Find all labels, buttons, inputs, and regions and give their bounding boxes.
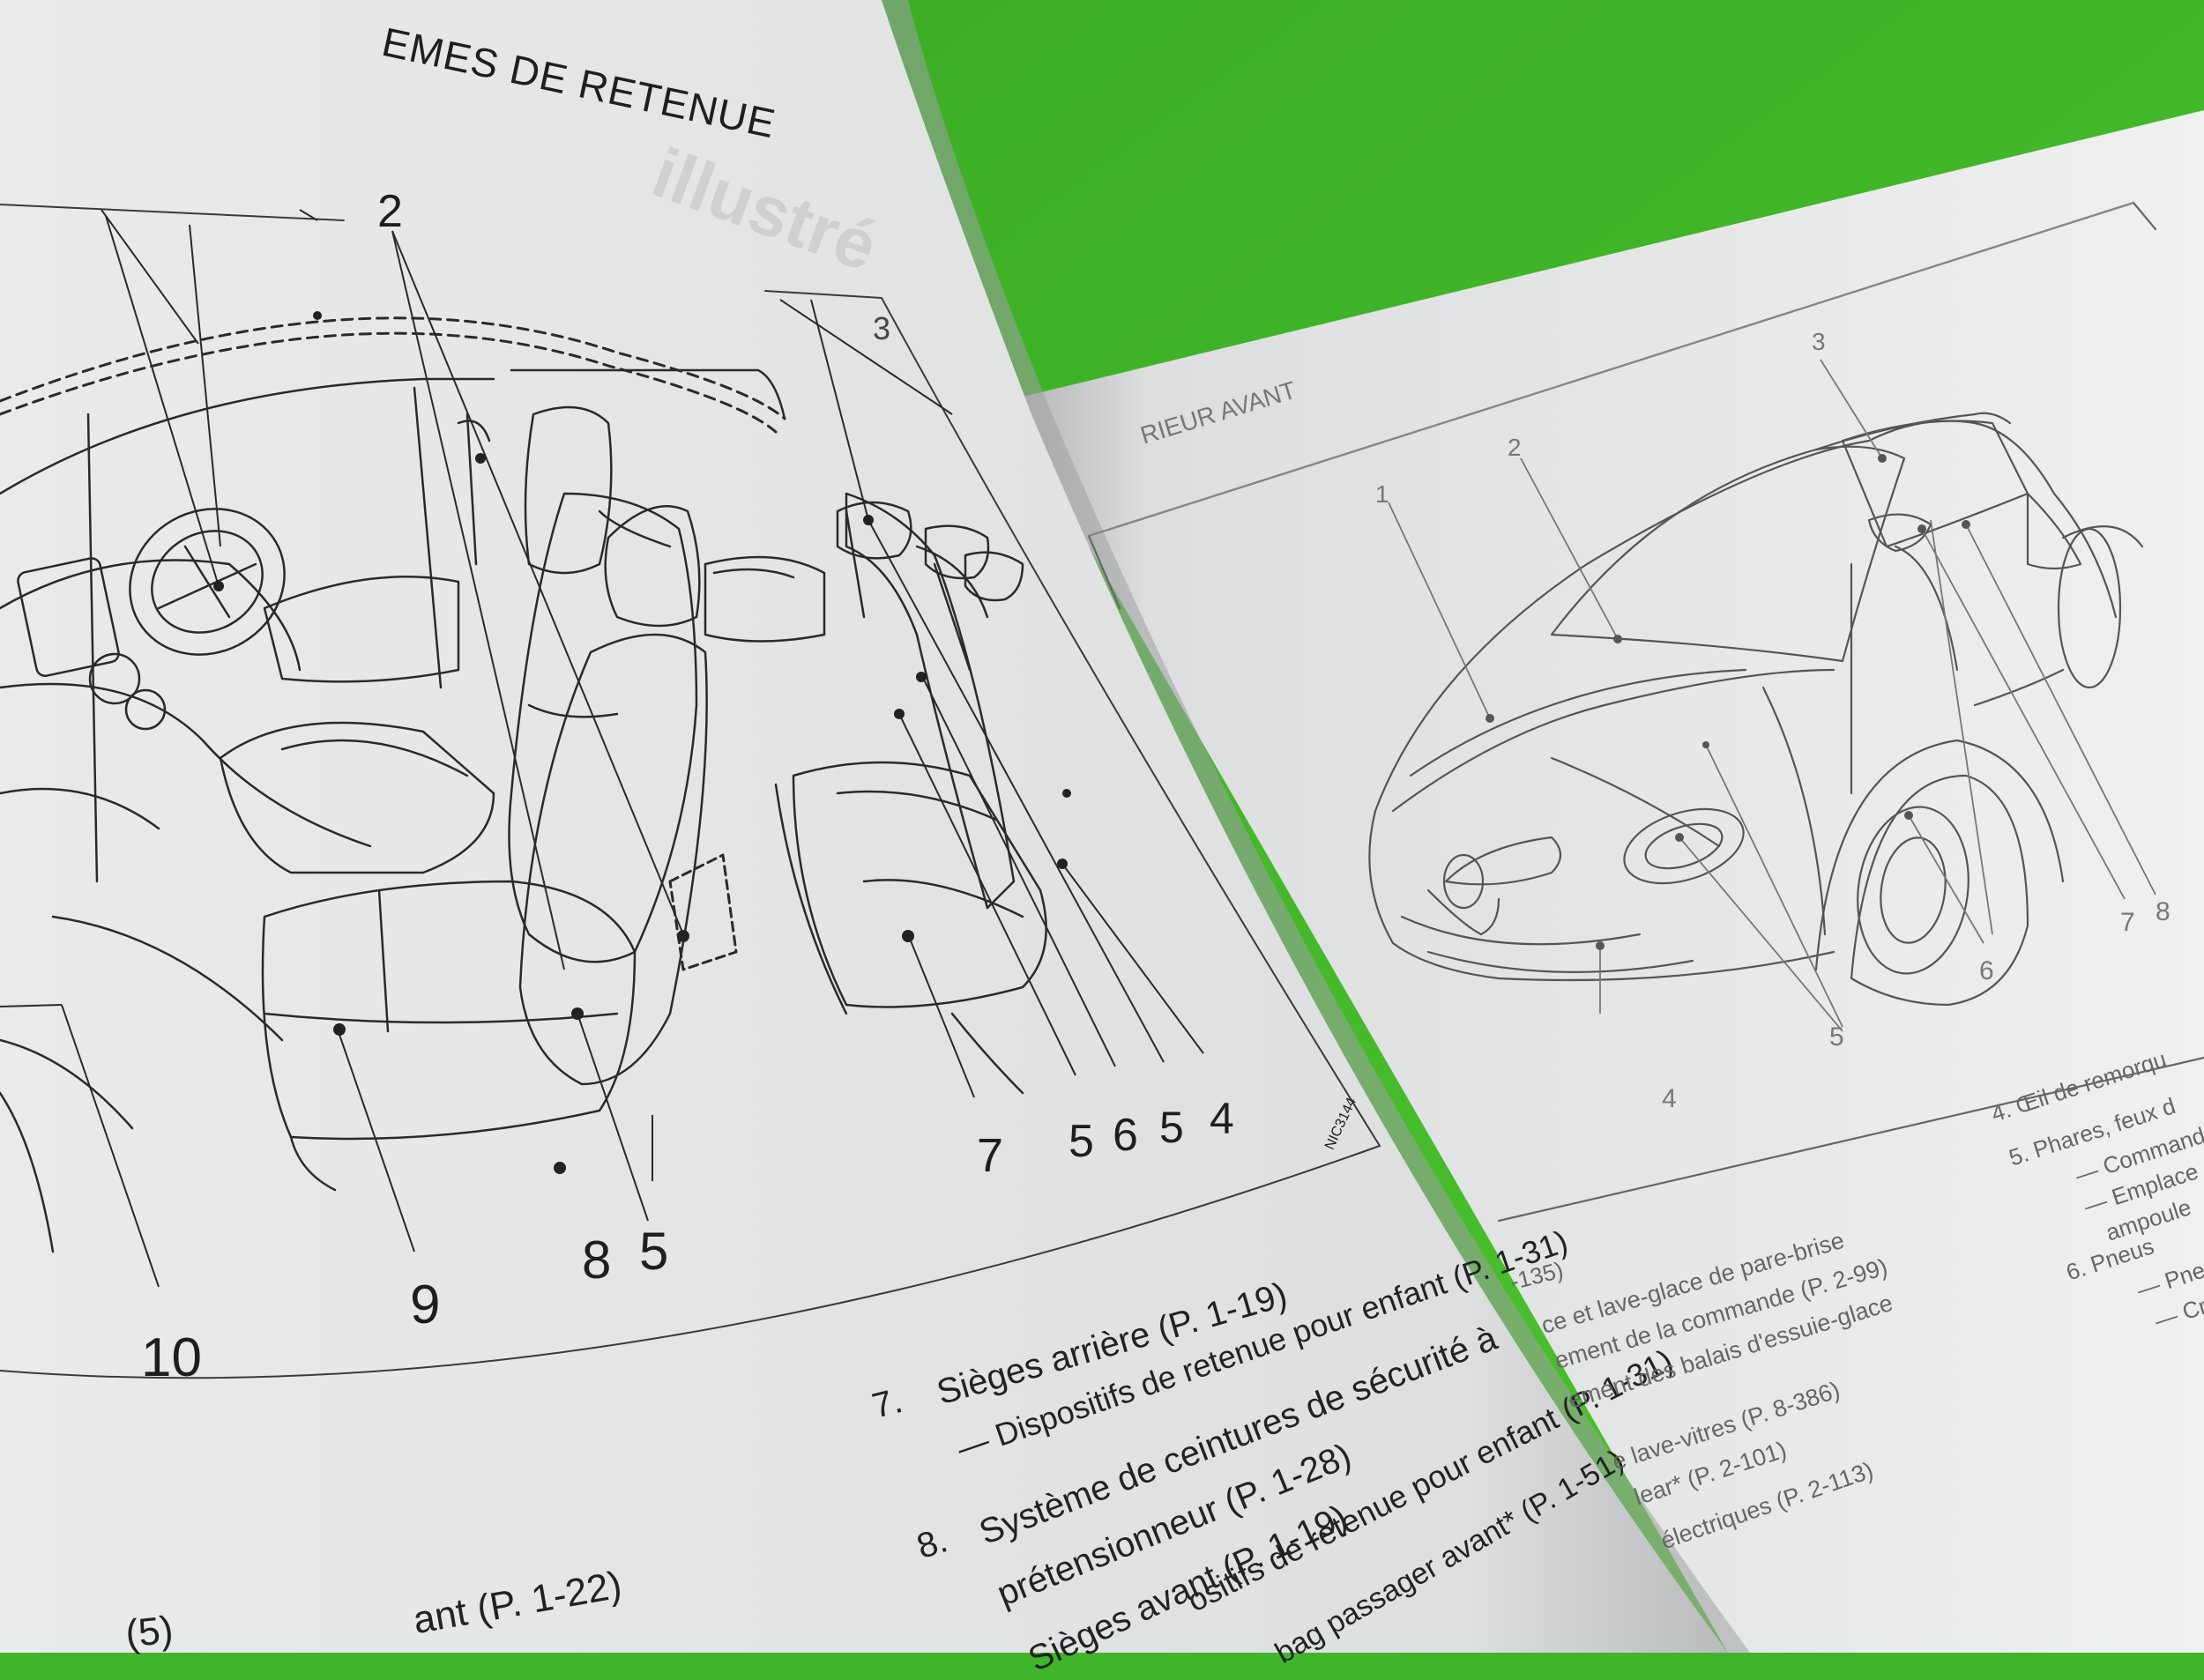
- car-callout-8: 8: [2156, 897, 2170, 926]
- car-callout-4: 4: [1662, 1084, 1677, 1113]
- callout-6: 6: [1113, 1110, 1138, 1161]
- right-leader-lines: [1388, 359, 2156, 1032]
- left-callout-dots: [213, 311, 1071, 1174]
- callout-2: 2: [377, 186, 403, 237]
- car-callout-5: 5: [1829, 1022, 1844, 1052]
- callout-5a: 5: [639, 1222, 669, 1281]
- car-callout-7: 7: [2120, 908, 2135, 937]
- interior-figure: [0, 204, 1381, 1379]
- callout-10: 10: [141, 1327, 202, 1388]
- right-callout-dots: [1485, 454, 1970, 950]
- car-callout-1: 1: [1375, 480, 1389, 508]
- callout-3: 3: [873, 310, 891, 346]
- car-callout-6: 6: [1979, 956, 1994, 985]
- callout-9: 9: [410, 1275, 441, 1335]
- car-callout-3: 3: [1812, 328, 1826, 355]
- right-page: [1005, 110, 2204, 1653]
- callout-5b: 5: [1068, 1116, 1094, 1167]
- left-page: [0, 0, 1728, 1653]
- left-leader-lines: [0, 209, 1204, 1288]
- right-page-rule: [1088, 202, 2134, 537]
- callout-7: 7: [977, 1129, 1004, 1182]
- car-callout-2: 2: [1508, 434, 1522, 461]
- callout-8: 8: [582, 1230, 612, 1290]
- callout-4: 4: [1210, 1094, 1234, 1143]
- callout-5c: 5: [1159, 1103, 1184, 1152]
- caption-left-fragment-2: (5): [123, 1608, 175, 1656]
